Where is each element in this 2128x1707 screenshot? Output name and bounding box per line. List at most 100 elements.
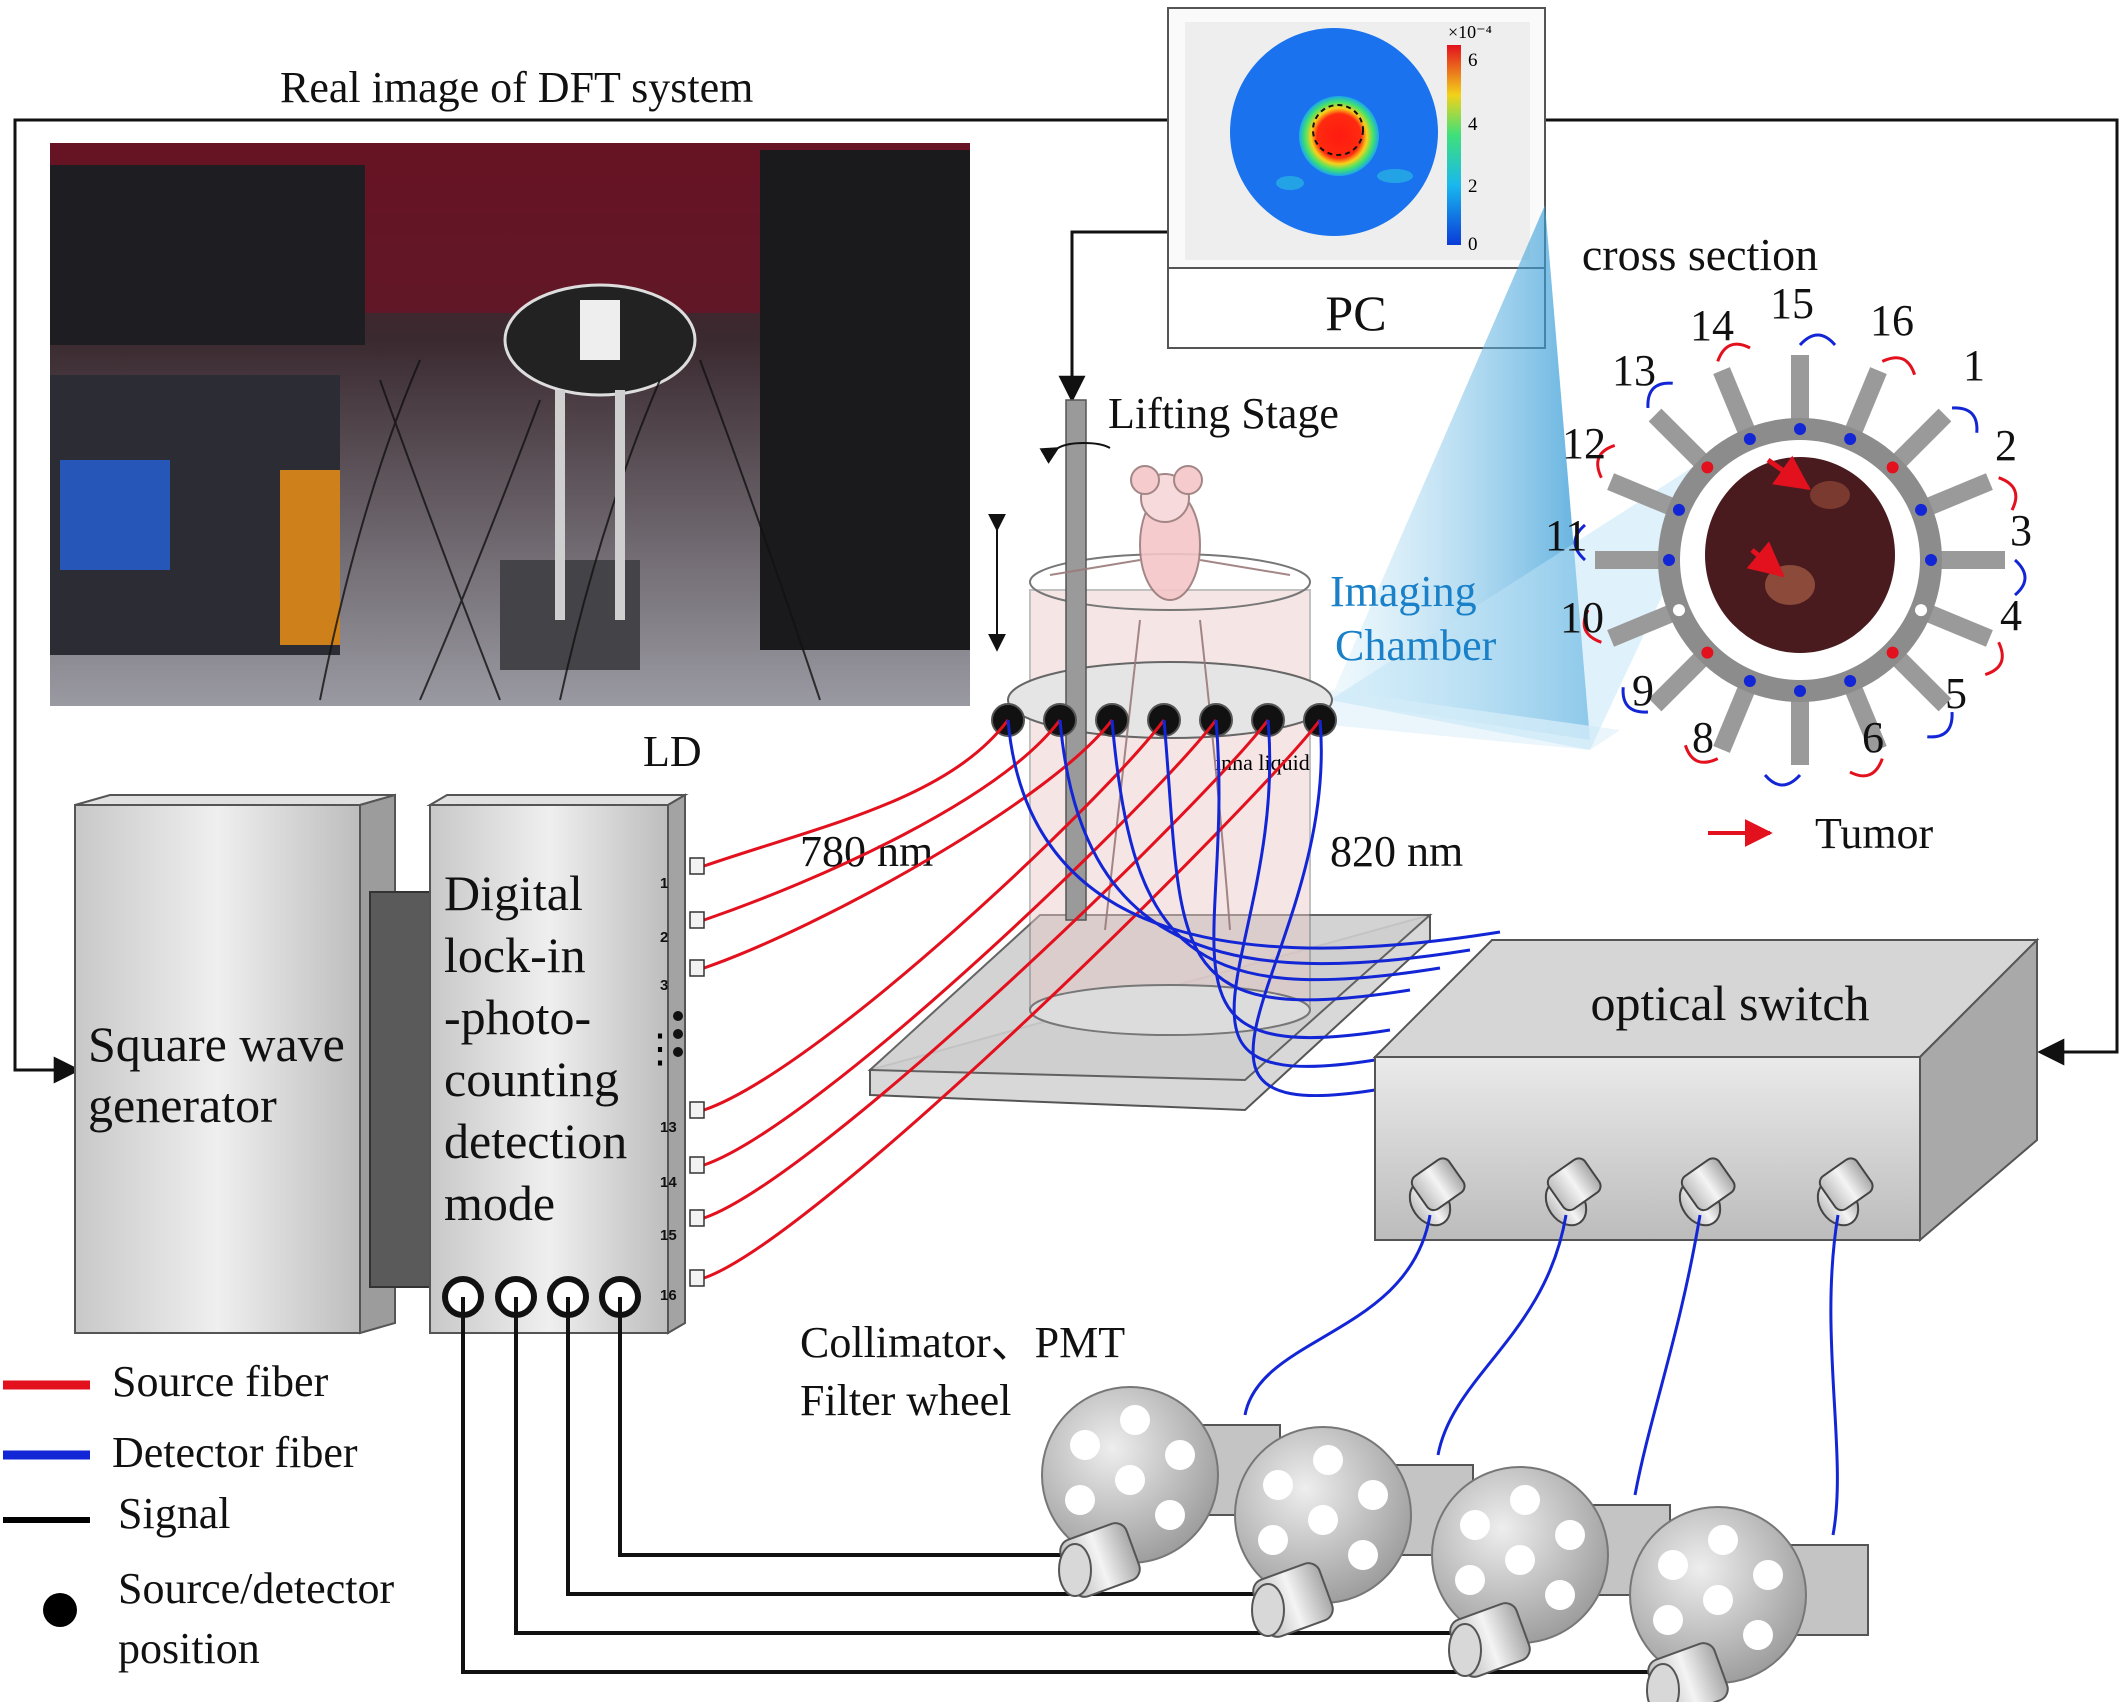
filter-hole	[1505, 1545, 1535, 1575]
cs-position-dot	[1701, 646, 1714, 659]
cs-number: 14	[1690, 301, 1734, 350]
cs-number: 12	[1562, 419, 1606, 468]
cs-fiber-hook	[1951, 406, 1979, 433]
legend-dot-swatch	[43, 1593, 77, 1627]
cross-section-view	[1573, 333, 2027, 787]
lockin-label-line: counting	[444, 1051, 619, 1107]
cs-number: 1	[1963, 341, 1985, 390]
colorbar	[1447, 45, 1461, 245]
cs-fiber-hook	[1582, 609, 1602, 644]
switch-port-body	[1818, 1157, 1874, 1212]
filter-hole	[1510, 1485, 1540, 1515]
colorbar-tick: 0	[1468, 234, 1478, 255]
filter-hole	[1070, 1430, 1100, 1460]
cs-number: 4	[2000, 591, 2022, 640]
cross-section-numbers: 1 2 3 4 5 6 8 9 10 11 12 13 14 15 16	[1545, 279, 2032, 762]
port-ellipsis: ⋮	[640, 1011, 683, 1071]
legend-label: Source fiber	[112, 1357, 329, 1406]
cs-number: 2	[1995, 421, 2017, 470]
collimator-label: Filter wheel	[800, 1376, 1011, 1425]
cs-number: 10	[1560, 593, 1604, 642]
cs-spoke	[1924, 473, 1993, 516]
cs-fiber-hook	[1646, 381, 1673, 409]
switch-port-body	[1410, 1157, 1466, 1212]
cs-spoke	[1607, 604, 1676, 647]
cs-spoke	[1713, 684, 1756, 753]
filter-hole	[1555, 1520, 1585, 1550]
filter-hole	[1653, 1605, 1683, 1635]
ld-port	[689, 1269, 705, 1287]
lockin-label-line: detection	[444, 1113, 627, 1169]
ld-port	[689, 1101, 705, 1119]
source-fiber	[703, 719, 1062, 922]
cs-spoke	[1924, 604, 1993, 647]
cs-position-dot	[1672, 503, 1685, 516]
filter-hole	[1258, 1525, 1288, 1555]
filter-hole	[1743, 1620, 1773, 1650]
cs-position-dot	[1915, 503, 1928, 516]
ld-port	[689, 857, 705, 875]
ld-port-number: 3	[660, 977, 668, 994]
colorbar-tick: 6	[1468, 50, 1478, 71]
cs-fiber-hook	[1596, 443, 1616, 479]
cs-position-dot	[1701, 461, 1714, 474]
source-fiber	[703, 719, 1270, 1220]
cs-position-dot	[1672, 604, 1685, 617]
optical-switch	[1372, 937, 2040, 1243]
lockin-label-line: Digital	[444, 865, 583, 921]
cs-position-dot	[1663, 554, 1675, 566]
cs-position-dot	[1844, 432, 1857, 445]
collimator-lens	[1251, 1583, 1285, 1637]
signal-wiring	[461, 1297, 1688, 1674]
collimator-lens	[1058, 1543, 1092, 1597]
optical-switch-label: optical switch	[1590, 975, 1869, 1031]
square-wave-label: generator	[88, 1077, 277, 1133]
pmt-fiber	[1243, 1214, 1432, 1416]
cs-fiber-hook	[1798, 333, 1837, 347]
source-fiber	[703, 719, 1166, 1112]
pc-monitor	[1167, 7, 1546, 349]
switch-port-body	[1546, 1157, 1602, 1212]
imaging-chamber-label: Imaging	[1330, 567, 1477, 616]
svg-text:⋮: ⋮	[640, 1026, 680, 1071]
recon-tumor-spot	[1299, 96, 1379, 176]
cs-position-dot	[1743, 432, 1756, 445]
cs-spoke	[1891, 408, 1952, 469]
cs-fiber-hook	[1621, 687, 1649, 714]
cs-fiber-hook	[1683, 744, 1719, 764]
cs-position-dot	[1886, 461, 1899, 474]
filter-hole	[1753, 1560, 1783, 1590]
source-fiber	[703, 719, 1114, 970]
ld-port-number: 16	[660, 1287, 677, 1304]
lifting-stage-label: Lifting Stage	[1108, 389, 1339, 438]
cs-spoke	[1844, 684, 1887, 753]
switch-port-body	[1680, 1157, 1736, 1212]
cross-section-title: cross section	[1582, 229, 1818, 280]
cs-spoke	[1648, 408, 1709, 469]
legend-label: Source/detector	[118, 1564, 394, 1613]
cs-spoke	[1891, 651, 1952, 712]
lockin-label-line: lock-in	[444, 927, 586, 983]
cs-fiber-hook	[1716, 342, 1751, 362]
detector-fibers	[1006, 719, 1501, 1097]
detector-fiber	[1251, 719, 1376, 1097]
ld-port-number: 14	[660, 1174, 677, 1191]
square-wave-generator	[74, 793, 433, 1335]
ld-port-number: 2	[660, 929, 668, 946]
collimator-lens	[1448, 1623, 1482, 1677]
cs-fiber-hook	[1984, 641, 2004, 677]
cs-fiber-hook	[1849, 758, 1884, 778]
cs-position-dot	[1915, 604, 1928, 617]
cs-position-dot	[1794, 685, 1806, 697]
cs-spoke	[1648, 651, 1709, 712]
ld-label: LD	[643, 727, 702, 776]
filter-hole	[1308, 1505, 1338, 1535]
tumor-label: Tumor	[1815, 809, 1934, 858]
legend-label: position	[118, 1624, 260, 1673]
filter-hole	[1545, 1580, 1575, 1610]
colorbar-tick: 2	[1468, 176, 1478, 197]
pmt-unit	[1234, 1214, 1568, 1638]
lockin-label-line: mode	[444, 1175, 555, 1231]
cs-spoke	[1713, 367, 1756, 436]
